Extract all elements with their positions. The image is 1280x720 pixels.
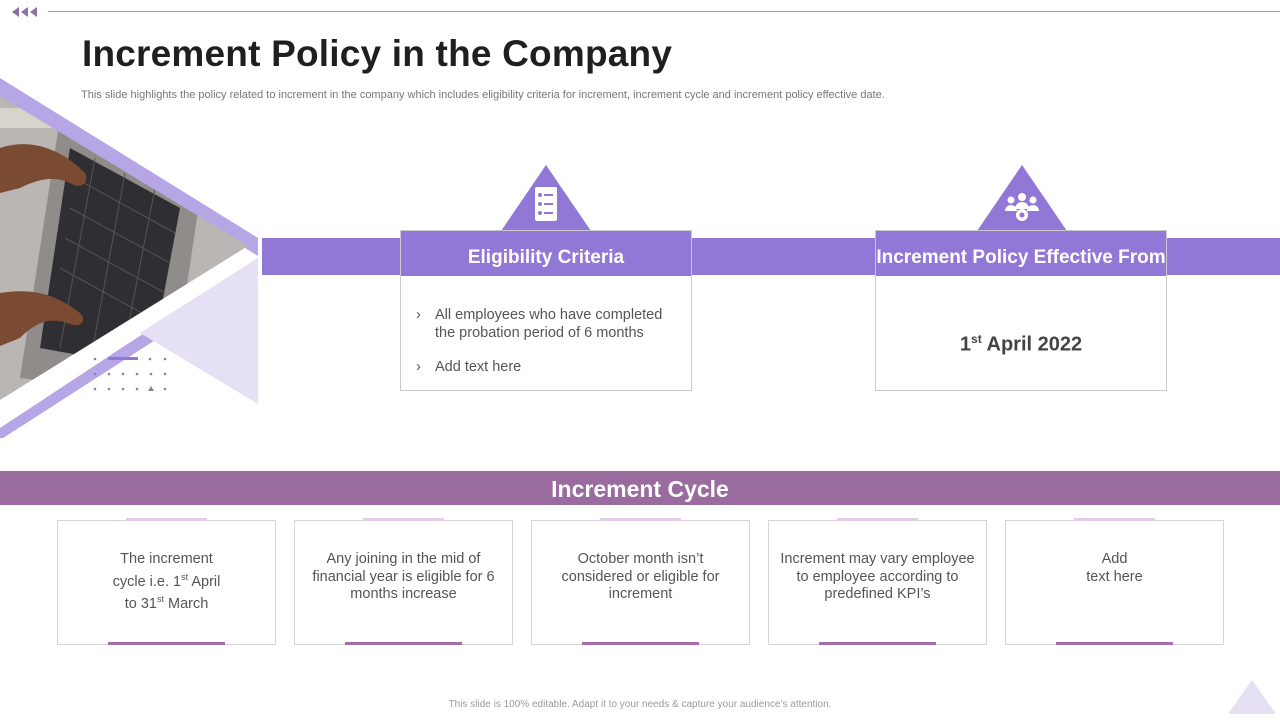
cycle-item-text: October month isn’t considered or eligib… xyxy=(561,551,720,602)
laptop-hands-photo xyxy=(0,78,258,438)
effective-heading: Increment Policy Effective From xyxy=(876,231,1166,276)
eligibility-card: Eligibility Criteria › All employees who… xyxy=(400,230,692,391)
effective-date-card: Increment Policy Effective From 1st Apri… xyxy=(875,230,1167,391)
team-gear-icon xyxy=(977,165,1067,231)
checklist-icon xyxy=(501,165,591,231)
chevron-right-icon: › xyxy=(416,359,421,375)
cycle-item: Add text here xyxy=(1005,518,1224,645)
cycle-item-text: Increment may vary employee to employee … xyxy=(780,551,975,602)
cycle-item: Increment may vary employee to employee … xyxy=(768,518,987,645)
cycle-item: October month isn’t considered or eligib… xyxy=(531,518,750,645)
effective-date: 1st April 2022 xyxy=(959,332,1083,356)
list-item: › All employees who have completed the p… xyxy=(416,306,673,342)
slide-title: Increment Policy in the Company xyxy=(82,33,673,74)
bullet-text: All employees who have completed the pro… xyxy=(435,307,663,341)
corner-triangle-icon xyxy=(1228,680,1276,714)
list-item: › Add text here xyxy=(416,358,673,376)
cycle-item-text: Add text here xyxy=(1086,551,1143,585)
cycle-item-text: Any joining in the mid of financial year… xyxy=(312,551,495,602)
footer-note: This slide is 100% editable. Adapt it to… xyxy=(448,699,832,710)
cycle-item: The increment cycle i.e. 1st April to 31… xyxy=(57,518,276,645)
eligibility-heading: Eligibility Criteria xyxy=(401,231,691,276)
bullet-text: Add text here xyxy=(435,359,522,375)
cycle-item: Any joining in the mid of financial year… xyxy=(294,518,513,645)
cycle-heading: Increment Cycle xyxy=(0,471,1280,505)
chevron-right-icon: › xyxy=(416,307,421,323)
header-divider xyxy=(48,11,1280,12)
slide-subtitle: This slide highlights the policy related… xyxy=(81,89,885,101)
cycle-item-text: The increment cycle i.e. 1st April to 31… xyxy=(112,551,221,612)
back-arrows-icon xyxy=(12,7,37,17)
